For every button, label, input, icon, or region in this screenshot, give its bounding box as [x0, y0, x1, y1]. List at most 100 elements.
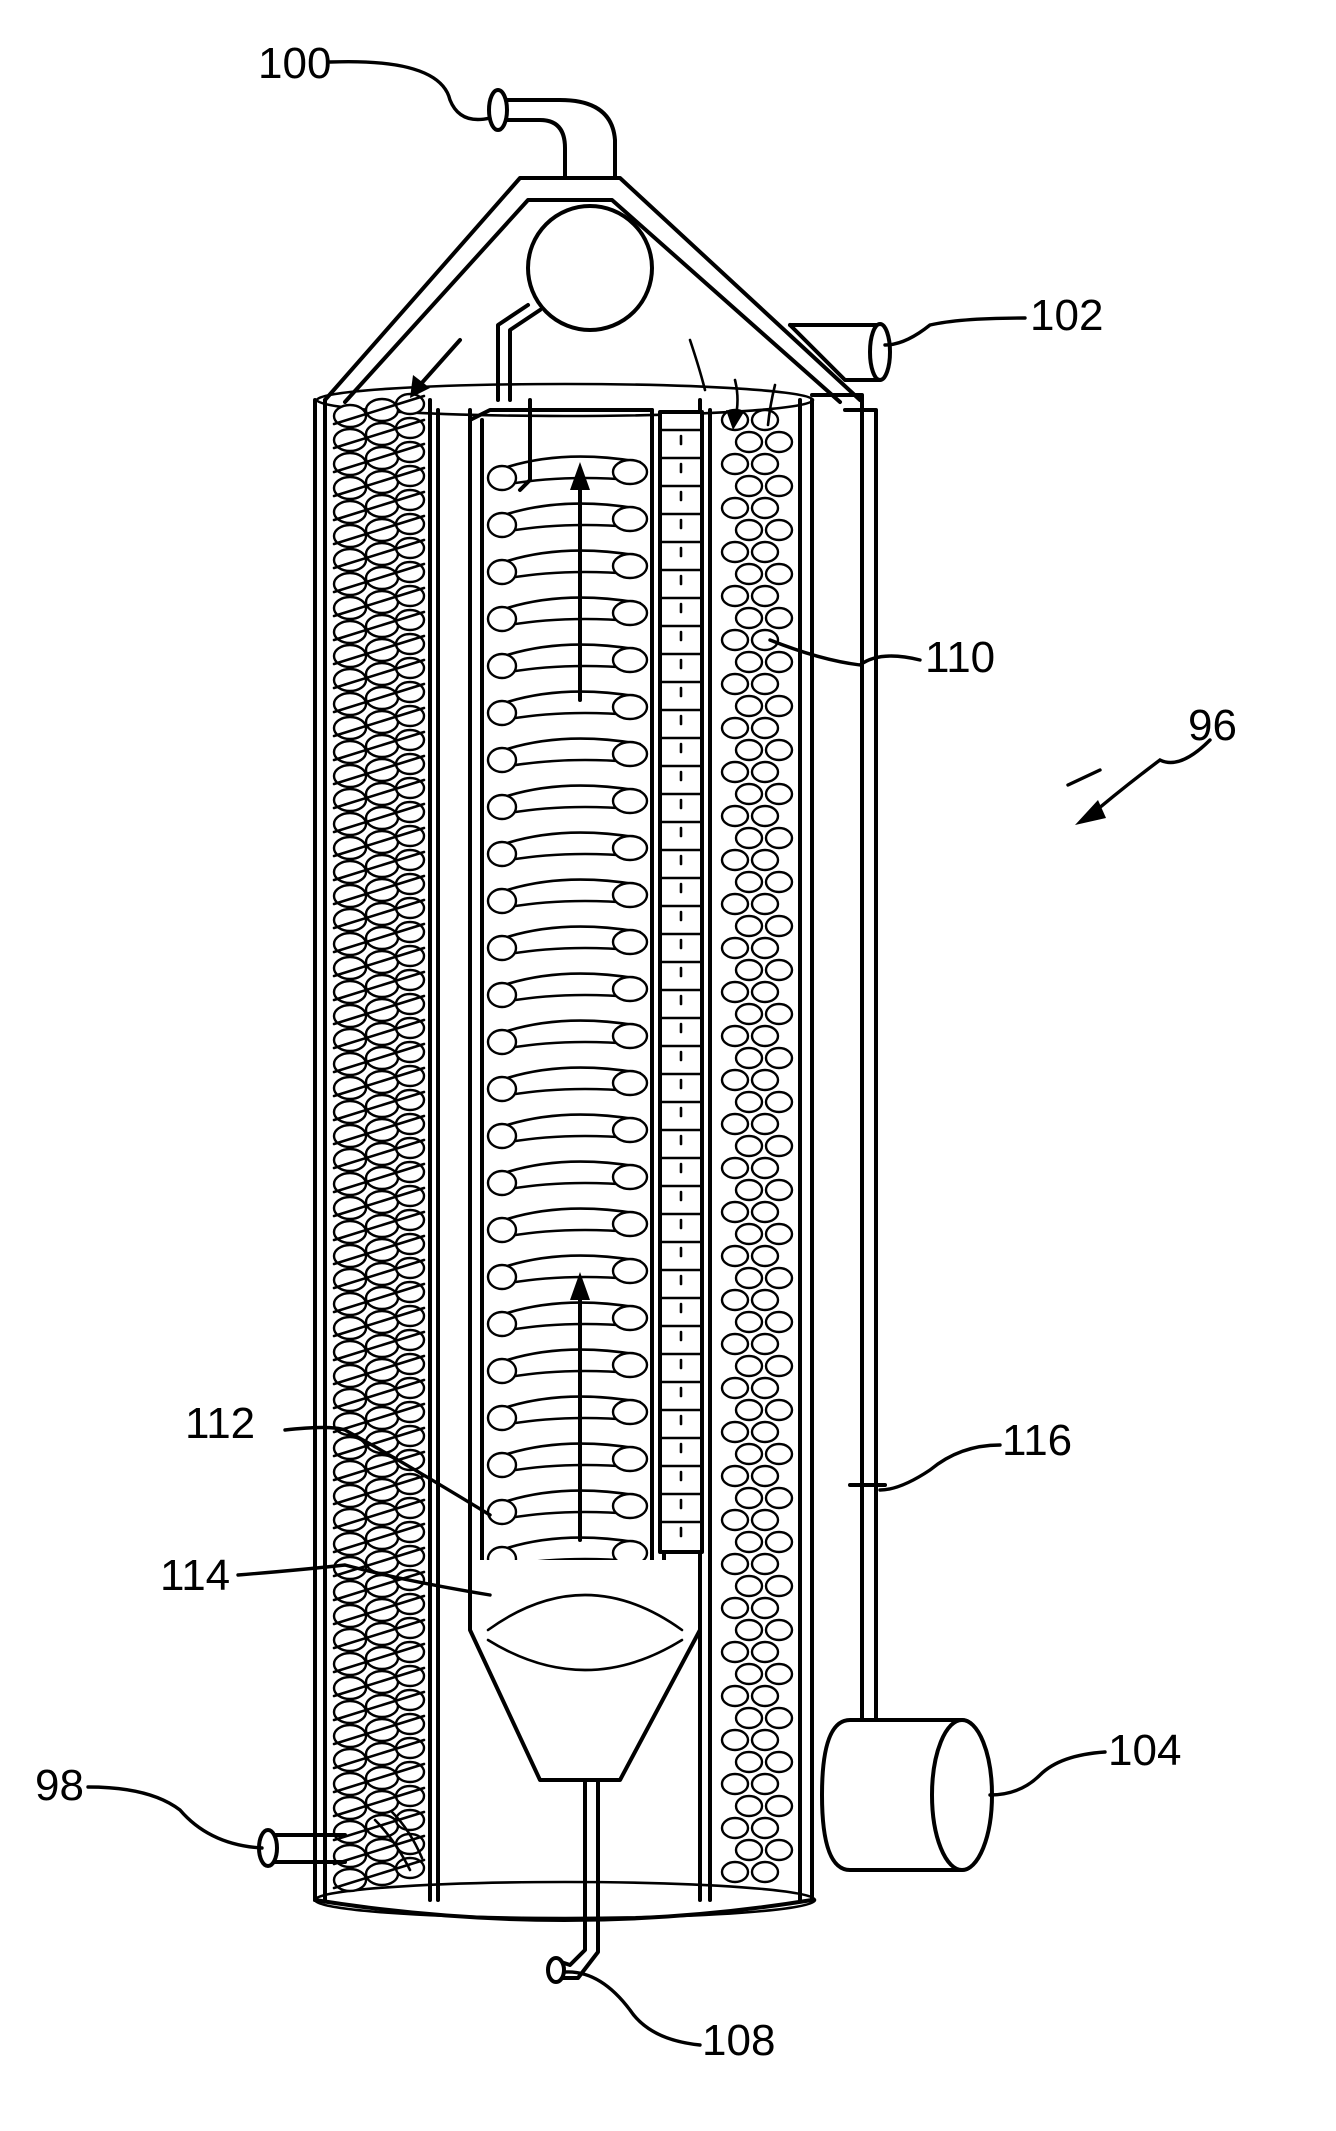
helix-loop — [488, 1265, 516, 1289]
helix-loop — [488, 1406, 516, 1430]
coil-loop — [736, 1356, 762, 1376]
helix-loop — [488, 889, 516, 913]
coil-loop — [722, 1070, 748, 1090]
coil-loop — [766, 1796, 792, 1816]
coil-loop — [752, 1246, 778, 1266]
coil-loop — [736, 1488, 762, 1508]
reference-labels: 100 102 110 96 112 114 116 104 98 108 — [35, 39, 1237, 2065]
coil-loop — [766, 1576, 792, 1596]
coil-loop — [736, 916, 762, 936]
helix-loop — [488, 1359, 516, 1383]
coil-loop — [722, 498, 748, 518]
coil-loop — [722, 1818, 748, 1838]
coil-loop — [736, 1752, 762, 1772]
coil-loop — [766, 1092, 792, 1112]
coil-loop — [752, 1554, 778, 1574]
coil-loop — [766, 696, 792, 716]
coil-loop — [766, 1532, 792, 1552]
coil-loop — [752, 1202, 778, 1222]
coil-loop — [736, 1180, 762, 1200]
coil-loop — [766, 740, 792, 760]
coil-loop — [752, 1334, 778, 1354]
coil-loop — [722, 586, 748, 606]
coil-loop — [736, 740, 762, 760]
coil-loop — [736, 1268, 762, 1288]
coil-loop — [722, 1202, 748, 1222]
helix-turn — [498, 478, 632, 486]
coil-loop — [752, 1378, 778, 1398]
coil-loop — [766, 1620, 792, 1640]
helix-loop — [613, 930, 647, 954]
helix-loop — [613, 789, 647, 813]
coil-loop — [752, 1510, 778, 1530]
coil-loop — [766, 1752, 792, 1772]
coil-loop — [722, 1598, 748, 1618]
coil-loop — [766, 1224, 792, 1244]
coil-loop — [722, 1334, 748, 1354]
coil-loop — [752, 1466, 778, 1486]
coil-loop — [722, 1774, 748, 1794]
helix-loop — [613, 1165, 647, 1189]
helix-loop — [613, 1118, 647, 1142]
helix-loop — [488, 748, 516, 772]
coil-loop — [766, 1840, 792, 1860]
coil-loop — [722, 1642, 748, 1662]
helix-loop — [488, 1077, 516, 1101]
coil-loop — [722, 454, 748, 474]
label-116: 116 — [1002, 1416, 1072, 1465]
coil-loop — [766, 784, 792, 804]
coil-loop — [766, 476, 792, 496]
helix-loop — [488, 701, 516, 725]
helix-turn — [498, 1136, 632, 1144]
helix-loop — [488, 560, 516, 584]
helix-loop — [613, 1024, 647, 1048]
coil-loop — [752, 410, 778, 430]
helix-loop — [613, 742, 647, 766]
helix-turn — [498, 1042, 632, 1050]
coil-loop — [766, 564, 792, 584]
helix-turn — [498, 1324, 632, 1332]
coil-loop — [736, 1092, 762, 1112]
coil-loop — [722, 1862, 748, 1882]
coil-loop — [766, 1664, 792, 1684]
coil-loop — [722, 1730, 748, 1750]
helix-loop — [488, 1030, 516, 1054]
coil-loop — [736, 1576, 762, 1596]
coil-loop — [766, 916, 792, 936]
coil-loop — [766, 520, 792, 540]
coil-loop — [752, 1290, 778, 1310]
coil-loop — [736, 1664, 762, 1684]
coil-loop — [736, 1400, 762, 1420]
coil-loop — [736, 960, 762, 980]
label-102: 102 — [1030, 291, 1103, 340]
helix-turn — [498, 1418, 632, 1426]
coil-loop — [736, 696, 762, 716]
label-104: 104 — [1108, 1726, 1181, 1775]
coil-loop — [736, 828, 762, 848]
coil-loop — [752, 498, 778, 518]
helix-loop — [613, 695, 647, 719]
external-riser — [812, 395, 992, 1870]
inner-helical-coil — [488, 457, 647, 1571]
coil-loop — [752, 1774, 778, 1794]
helix-turn — [498, 854, 632, 862]
coil-loop — [752, 1158, 778, 1178]
helix-loop — [488, 842, 516, 866]
helix-loop — [613, 1353, 647, 1377]
label-114: 114 — [160, 1551, 230, 1600]
coil-loop — [752, 1818, 778, 1838]
helix-turn — [498, 995, 632, 1003]
coil-loop — [736, 564, 762, 584]
coil-loop — [736, 1312, 762, 1332]
coil-loop — [766, 1312, 792, 1332]
helix-loop — [613, 1071, 647, 1095]
helix-loop — [613, 1400, 647, 1424]
coil-loop — [752, 1862, 778, 1882]
helix-loop — [613, 1212, 647, 1236]
coil-loop — [752, 1730, 778, 1750]
helix-loop — [613, 648, 647, 672]
coil-loop — [736, 784, 762, 804]
helix-turn — [498, 525, 632, 533]
coil-loop — [752, 542, 778, 562]
